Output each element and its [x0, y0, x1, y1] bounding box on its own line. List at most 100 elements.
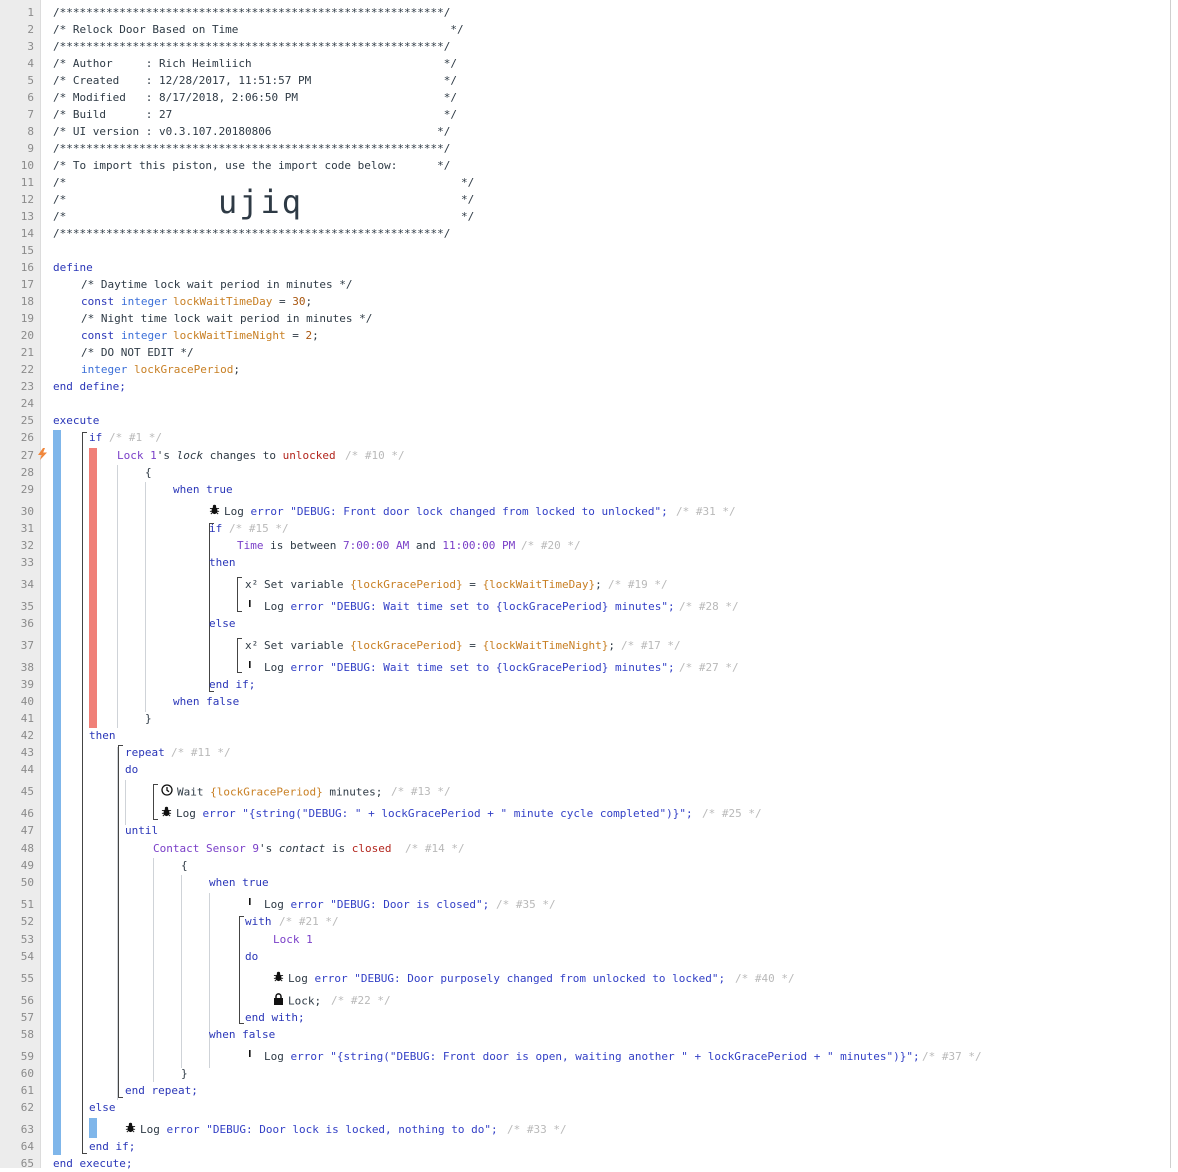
code-line-34[interactable]: Set variable {lockGracePeriod} = {lockWa…	[264, 577, 602, 593]
code-line-46[interactable]: Log error "{string("DEBUG: " + lockGrace…	[161, 806, 693, 822]
code-line-4[interactable]: /* Author : Rich Heimliich */	[53, 56, 457, 72]
code-line-31[interactable]: /* #15 */	[229, 521, 289, 537]
code-line-11[interactable]: /*	[53, 175, 66, 191]
code-line-51[interactable]	[248, 897, 255, 913]
code-line-55[interactable]: Log error "DEBUG: Door purposely changed…	[273, 971, 725, 987]
code-line-56[interactable]: Lock;	[273, 993, 321, 1009]
code-line-51[interactable]: Log error "DEBUG: Door is closed";	[264, 897, 489, 913]
code-line-45[interactable]: Wait {lockGracePeriod} minutes;	[161, 784, 382, 800]
code-line-30[interactable]: Log error "DEBUG: Front door lock change…	[209, 504, 668, 520]
code-line-41[interactable]: }	[145, 711, 152, 727]
code-line-38[interactable]: Log error "DEBUG: Wait time set to {lock…	[264, 660, 675, 676]
code-line-18[interactable]: lockWaitTimeDay = 30;	[173, 294, 312, 310]
code-line-32[interactable]: /* #20 */	[521, 538, 581, 554]
code-line-25[interactable]: execute	[53, 413, 99, 429]
code-line-59[interactable]: Log error "{string("DEBUG: Front door is…	[264, 1049, 920, 1065]
code-line-21[interactable]: /* DO NOT EDIT */	[81, 345, 194, 361]
code-line-3[interactable]: /***************************************…	[53, 39, 450, 55]
code-line-27[interactable]	[38, 448, 51, 464]
code-line-65[interactable]: end execute;	[53, 1156, 132, 1172]
code-line-63[interactable]: Log error "DEBUG: Door lock is locked, n…	[125, 1122, 498, 1138]
code-line-16[interactable]: define	[53, 260, 93, 276]
code-line-20[interactable]: const	[81, 328, 114, 344]
code-line-59[interactable]	[248, 1049, 255, 1065]
code-line-12[interactable]: /*	[53, 192, 66, 208]
code-line-46[interactable]: /* #25 */	[702, 806, 762, 822]
code-line-42[interactable]: then	[89, 728, 116, 744]
code-line-26[interactable]: /* #1 */	[109, 430, 162, 446]
code-line-8[interactable]: /* UI version : v0.3.107.20180806 */	[53, 124, 450, 140]
code-line-52[interactable]: with	[245, 914, 272, 930]
code-line-60[interactable]: }	[181, 1066, 188, 1082]
code-line-48[interactable]: /* #14 */	[405, 841, 465, 857]
code-line-39[interactable]: end if;	[209, 677, 255, 693]
code-line-43[interactable]: repeat	[125, 745, 165, 761]
code-line-10[interactable]: /* To import this piston, use the import…	[53, 158, 450, 174]
code-line-6[interactable]: /* Modified : 8/17/2018, 2:06:50 PM */	[53, 90, 457, 106]
code-line-18[interactable]: integer	[121, 294, 167, 310]
code-line-36[interactable]: else	[209, 616, 236, 632]
code-line-37[interactable]: Set variable {lockGracePeriod} = {lockWa…	[264, 638, 615, 654]
code-line-27[interactable]: Lock 1's lock changes to unlocked	[117, 448, 336, 464]
code-line-56[interactable]: /* #22 */	[331, 993, 391, 1009]
code-line-32[interactable]: Time is between 7:00:00 AM and 11:00:00 …	[237, 538, 515, 554]
code-line-34[interactable]: /* #19 */	[608, 577, 668, 593]
code-line-12[interactable]: ujiq	[218, 186, 303, 218]
code-line-5[interactable]: /* Created : 12/28/2017, 11:51:57 PM */	[53, 73, 457, 89]
code-line-44[interactable]: do	[125, 762, 138, 778]
code-line-7[interactable]: /* Build : 27 */	[53, 107, 457, 123]
code-line-18[interactable]: const	[81, 294, 114, 310]
code-line-33[interactable]: then	[209, 555, 236, 571]
code-line-48[interactable]: Contact Sensor 9's contact is closed	[153, 841, 391, 857]
code-line-38[interactable]: /* #27 */	[679, 660, 739, 676]
code-line-52[interactable]: /* #21 */	[279, 914, 339, 930]
code-line-2[interactable]: /* Relock Door Based on Time */	[53, 22, 464, 38]
code-line-53[interactable]: Lock 1	[273, 932, 313, 948]
code-line-57[interactable]: end with;	[245, 1010, 305, 1026]
code-line-49[interactable]: {	[181, 858, 188, 874]
code-line-50[interactable]: when true	[209, 875, 269, 891]
code-line-22[interactable]: lockGracePeriod;	[134, 362, 240, 378]
code-line-45[interactable]: /* #13 */	[391, 784, 451, 800]
token: /***************************************…	[53, 227, 451, 240]
code-line-1[interactable]: /***************************************…	[53, 5, 450, 21]
code-line-38[interactable]	[248, 660, 255, 676]
line-number: 62	[20, 1101, 34, 1114]
code-line-27[interactable]: /* #10 */	[345, 448, 405, 464]
code-line-35[interactable]: /* #28 */	[679, 599, 739, 615]
code-line-64[interactable]: end if;	[89, 1139, 135, 1155]
code-line-20[interactable]: integer	[121, 328, 167, 344]
code-line-47[interactable]: until	[125, 823, 158, 839]
code-line-35[interactable]	[248, 599, 255, 615]
code-line-35[interactable]: Log error "DEBUG: Wait time set to {lock…	[264, 599, 675, 615]
code-line-20[interactable]: lockWaitTimeNight = 2;	[173, 328, 319, 344]
code-line-54[interactable]: do	[245, 949, 258, 965]
code-line-28[interactable]: {	[145, 465, 152, 481]
code-line-43[interactable]: /* #11 */	[171, 745, 231, 761]
code-line-29[interactable]: when true	[173, 482, 233, 498]
code-line-55[interactable]: /* #40 */	[735, 971, 795, 987]
code-line-59[interactable]: /* #37 */	[922, 1049, 982, 1065]
code-line-26[interactable]: if	[89, 430, 102, 446]
code-line-19[interactable]: /* Night time lock wait period in minute…	[81, 311, 372, 327]
code-line-61[interactable]: end repeat;	[125, 1083, 198, 1099]
code-line-58[interactable]: when false	[209, 1027, 275, 1043]
code-line-63[interactable]: /* #33 */	[507, 1122, 567, 1138]
code-line-30[interactable]: /* #31 */	[676, 504, 736, 520]
code-line-22[interactable]: integer	[81, 362, 127, 378]
code-line-17[interactable]: /* Daytime lock wait period in minutes *…	[81, 277, 353, 293]
code-line-51[interactable]: /* #35 */	[496, 897, 556, 913]
code-line-31[interactable]: if	[209, 521, 222, 537]
code-line-11[interactable]: */	[461, 175, 474, 191]
code-line-13[interactable]: */	[461, 209, 474, 225]
code-line-37[interactable]: /* #17 */	[621, 638, 681, 654]
code-line-12[interactable]: */	[461, 192, 474, 208]
code-line-40[interactable]: when false	[173, 694, 239, 710]
code-line-37[interactable]: x²	[245, 638, 258, 654]
code-line-9[interactable]: /***************************************…	[53, 141, 450, 157]
code-line-13[interactable]: /*	[53, 209, 66, 225]
code-line-23[interactable]: end define;	[53, 379, 126, 395]
code-line-62[interactable]: else	[89, 1100, 116, 1116]
code-line-34[interactable]: x²	[245, 577, 258, 593]
code-line-14[interactable]: /***************************************…	[53, 226, 450, 242]
